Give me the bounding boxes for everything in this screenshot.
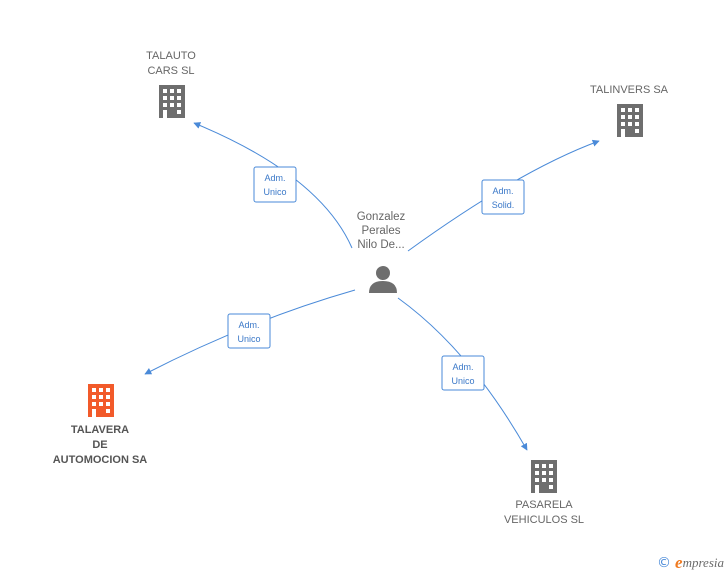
- relation-label-pasarela[interactable]: Adm. Unico: [441, 355, 485, 391]
- relation-text: Adm.: [452, 362, 473, 372]
- person-node[interactable]: Gonzalez Perales Nilo De...: [357, 211, 406, 293]
- company-name-line: TALAVERA: [71, 424, 129, 436]
- company-node-pasarela[interactable]: PASARELA VEHICULOS SL: [504, 460, 584, 526]
- company-name-line: DE: [92, 439, 107, 451]
- relation-text: Adm.: [238, 320, 259, 330]
- company-name-line: TALINVERS SA: [590, 84, 669, 96]
- building-icon: [159, 85, 185, 118]
- relation-text: Unico: [237, 334, 260, 344]
- person-name-line: Nilo De...: [357, 239, 404, 251]
- company-name-line: CARS SL: [147, 65, 194, 77]
- relation-label-talauto[interactable]: Adm. Unico: [253, 166, 297, 203]
- relation-text: Solid.: [492, 200, 515, 210]
- company-node-talauto[interactable]: TALAUTO CARS SL: [146, 50, 196, 118]
- building-icon: [531, 460, 557, 493]
- building-icon: [88, 384, 114, 417]
- company-name-line: VEHICULOS SL: [504, 514, 584, 526]
- relation-text: Unico: [451, 376, 474, 386]
- relation-text: Adm.: [492, 186, 513, 196]
- brand-name: mpresia: [682, 555, 724, 570]
- relation-text: Adm.: [264, 173, 285, 183]
- company-name-line: TALAUTO: [146, 50, 196, 62]
- empresia-logo[interactable]: © e mpresia: [657, 553, 724, 573]
- building-icon: [617, 104, 643, 137]
- company-name-line: AUTOMOCION SA: [53, 454, 148, 466]
- brand-initial: e: [675, 553, 683, 572]
- company-name-line: PASARELA: [515, 499, 573, 511]
- copyright-symbol: ©: [657, 555, 672, 571]
- relation-label-talavera[interactable]: Adm. Unico: [227, 313, 271, 349]
- company-node-talinvers[interactable]: TALINVERS SA: [590, 84, 669, 137]
- person-name-line: Gonzalez: [357, 211, 406, 223]
- relation-text: Unico: [263, 187, 286, 197]
- person-name-line: Perales: [362, 225, 401, 237]
- person-icon: [369, 266, 397, 293]
- company-node-talavera[interactable]: TALAVERA DE AUTOMOCION SA: [53, 384, 148, 466]
- relation-label-talinvers[interactable]: Adm. Solid.: [481, 179, 525, 215]
